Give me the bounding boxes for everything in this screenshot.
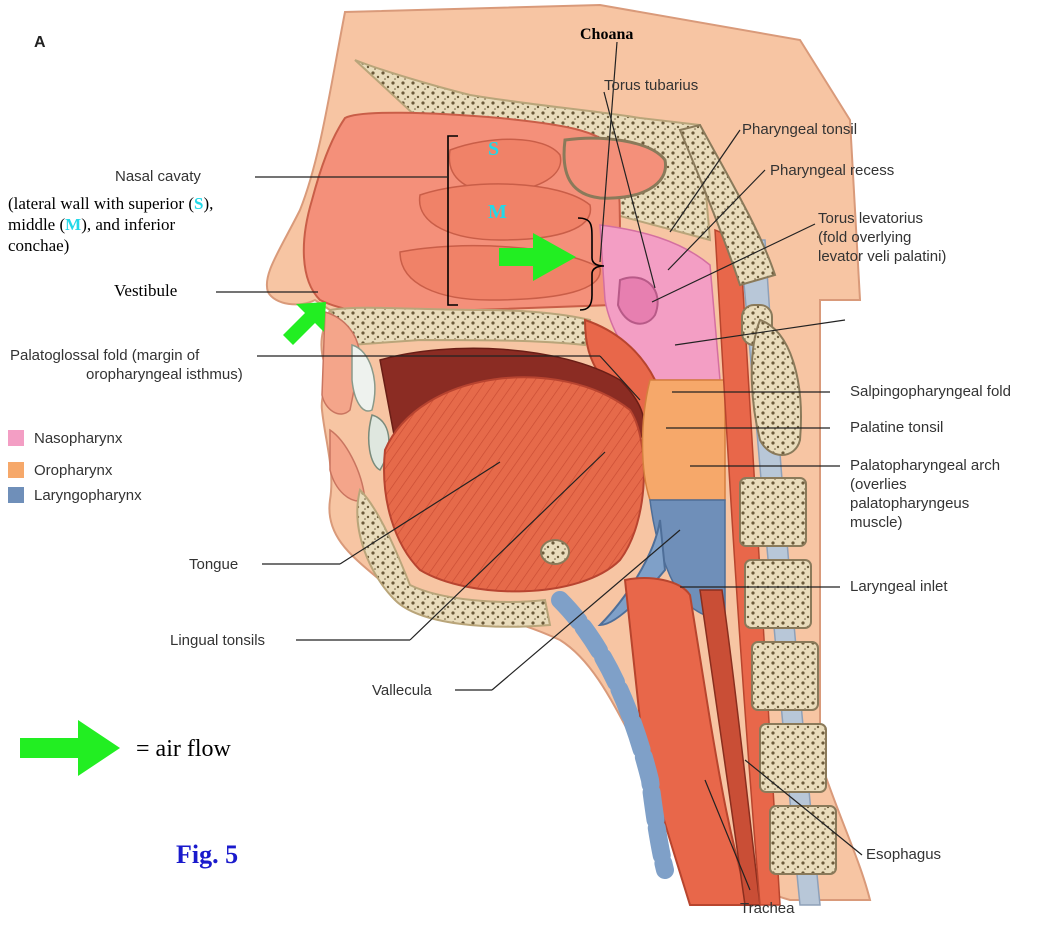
palatopharyngeal-line3: palatopharyngeus — [850, 494, 1000, 513]
vertebra-c4 — [745, 560, 811, 628]
panel-letter: A — [34, 33, 46, 52]
figure-caption: Fig. 5 — [176, 840, 238, 870]
palatopharyngeal-line1: Palatopharyngeal arch — [850, 456, 1000, 475]
tongue — [384, 377, 644, 591]
torus-levatorius-label: Torus levatorius (fold overlying levator… — [818, 209, 946, 266]
air-flow-label: = air flow — [136, 735, 231, 763]
legend-label-oropharynx: Oropharynx — [34, 462, 112, 479]
tongue-label: Tongue — [189, 555, 238, 574]
vertebra-c7 — [770, 806, 836, 874]
legend-item-oropharynx: Oropharynx — [8, 460, 112, 480]
torus-levatorius-line1: Torus levatorius — [818, 209, 946, 228]
torus-tubarius-label: Torus tubarius — [604, 76, 698, 95]
legend-label-laryngopharynx: Laryngopharynx — [34, 487, 142, 504]
legend-swatch-laryngopharynx — [8, 487, 24, 503]
trachea-label: Trachea — [740, 899, 794, 918]
nasal-note-m: M — [65, 215, 81, 234]
superior-concha-letter: S — [488, 139, 499, 160]
nasal-cavity-text: Nasal cavaty — [115, 168, 201, 185]
nasal-note-line2-end: ), and inferior — [81, 215, 175, 234]
vertebra-c5 — [752, 642, 818, 710]
oropharynx-region — [643, 380, 726, 500]
legend-swatch-oropharynx — [8, 462, 24, 478]
palatine-tonsil-label: Palatine tonsil — [850, 418, 943, 437]
salpingopharyngeal-fold-label: Salpingopharyngeal fold — [850, 382, 1011, 401]
pharyngeal-recess-label: Pharyngeal recess — [770, 161, 894, 180]
palatopharyngeal-arch-label: Palatopharyngeal arch (overlies palatoph… — [850, 456, 1000, 532]
torus-tubarius-shape — [618, 277, 658, 323]
palatopharyngeal-line4: muscle) — [850, 513, 1000, 532]
nasal-cavity-label: Nasal cavaty — [115, 167, 201, 186]
vestibule-label: Vestibule — [114, 280, 177, 301]
hard-palate — [330, 308, 590, 345]
laryngeal-inlet-label: Laryngeal inlet — [850, 577, 948, 596]
vallecula-label: Vallecula — [372, 681, 432, 700]
legend-swatch-nasopharynx — [8, 430, 24, 446]
legend-label-nasopharynx: Nasopharynx — [34, 430, 122, 447]
sphenoid-sinus — [564, 138, 666, 198]
lingual-tonsils-label: Lingual tonsils — [170, 631, 265, 650]
esophagus-label: Esophagus — [866, 845, 941, 864]
palatoglossal-line1: Palatoglossal fold (margin of — [10, 346, 243, 365]
palatoglossal-fold-label: Palatoglossal fold (margin of oropharyng… — [10, 346, 243, 384]
palatoglossal-line2: oropharyngeal isthmus) — [10, 365, 243, 384]
pharyngeal-tonsil-label: Pharyngeal tonsil — [742, 120, 857, 139]
vertebra-c3 — [740, 478, 806, 546]
nasal-note-line2: middle ( — [8, 215, 65, 234]
nasal-note-line1-end: ), — [203, 194, 213, 213]
nostril-arrow-icon — [283, 302, 326, 345]
torus-levatorius-line3: levator veli palatini) — [818, 247, 946, 266]
nasal-note-line3: conchae) — [8, 235, 213, 256]
vertebra-c6 — [760, 724, 826, 792]
hyoid-bone — [541, 540, 569, 564]
legend-item-nasopharynx: Nasopharynx — [8, 428, 122, 448]
nasal-note-line1: (lateral wall with superior ( — [8, 194, 194, 213]
torus-levatorius-line2: (fold overlying — [818, 228, 946, 247]
nasal-cavity-note: (lateral wall with superior (S), middle … — [8, 193, 213, 256]
middle-concha-letter: M — [488, 202, 507, 223]
air-flow-arrow-icon — [20, 720, 120, 776]
legend-item-laryngopharynx: Laryngopharynx — [8, 485, 142, 505]
choana-label: Choana — [580, 24, 633, 45]
palatopharyngeal-line2: (overlies — [850, 475, 1000, 494]
